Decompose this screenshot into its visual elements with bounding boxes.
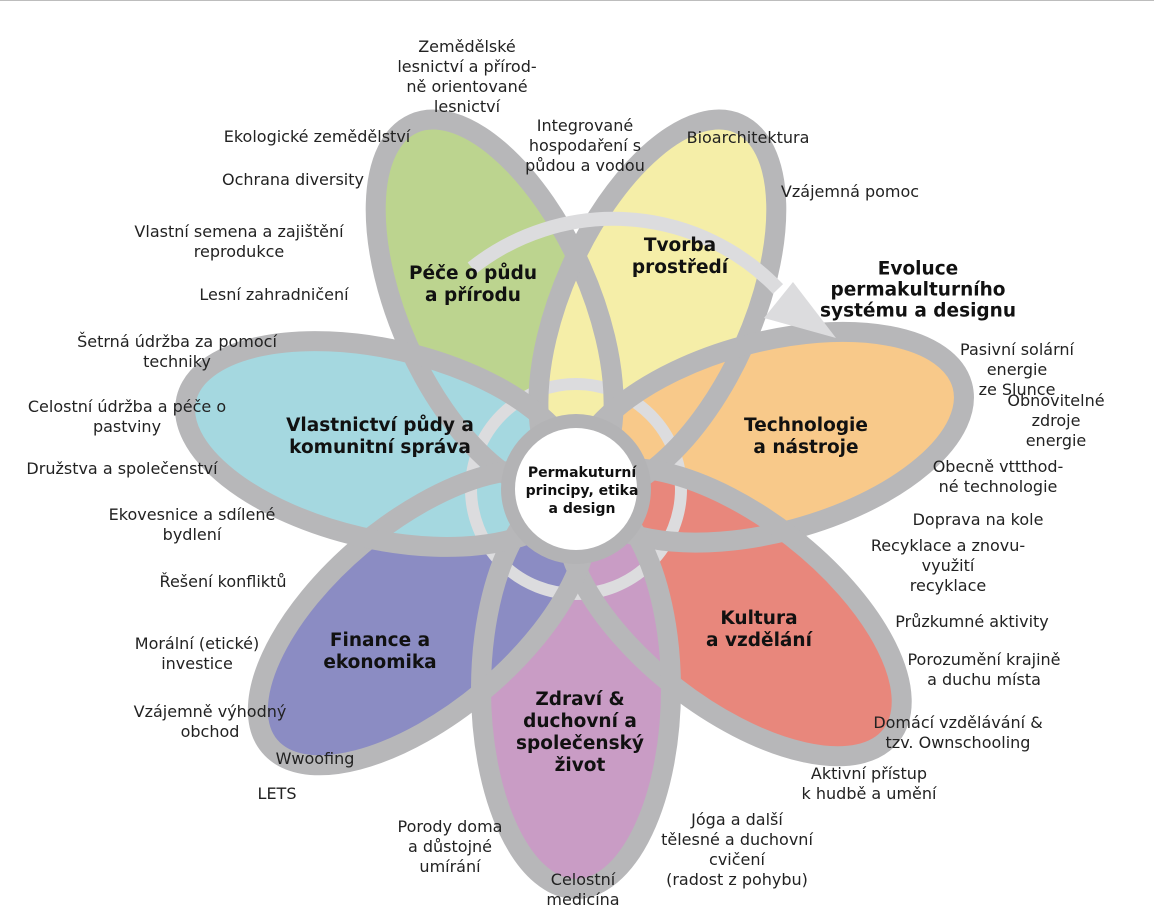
- label-reading-landscape: Porozumění krajině a duchu místa: [907, 650, 1061, 689]
- top-divider: [0, 0, 1154, 1]
- label-forest-gardening: Lesní zahradničení: [199, 285, 349, 304]
- label-mutual-aid: Vzájemná pomoc: [780, 182, 920, 201]
- petal-fill-land-tenure: [185, 341, 578, 547]
- label-ecovillages: Ekovesnice a sdílené bydlení: [108, 505, 276, 544]
- label-passive-solar: Pasivní solární energie ze Slunce: [960, 340, 1074, 399]
- label-organic-farming: Ekologické zemědělství: [223, 127, 411, 146]
- label-home-schooling: Domácí vzdělávání & tzv. Ownschooling: [873, 713, 1043, 752]
- petal-title-land-tenure: Vlastnictví půdy a komunitní správa: [286, 415, 474, 458]
- evolution-arrowhead: [764, 282, 836, 338]
- label-holistic-rangeland: Celostní údržba a péče o pastviny: [27, 397, 227, 436]
- petal-title-culture: Kultura a vzdělání: [706, 608, 812, 651]
- label-agroforestry: Zemědělské lesnictví a přírod- ně orient…: [397, 37, 537, 116]
- petal-title-soil-care: Péče o půdu a přírodu: [408, 263, 538, 306]
- label-water-management: Integrované hospodaření s půdou a vodou: [525, 116, 645, 175]
- evolution-arc: [467, 211, 784, 294]
- label-bioarchitecture: Bioarchitektura: [686, 128, 810, 147]
- evolution-title: Evoluce permakulturního systému a design…: [819, 258, 1017, 322]
- label-recycling: Recyklace a znovu-využití recyklace: [870, 536, 1026, 595]
- label-arts-music: Aktivní přístup k hudbě a umění: [801, 764, 937, 803]
- label-yoga: Jóga a další tělesné a duchovní cvičení …: [661, 810, 813, 889]
- petal-title-technology: Technologie a nástroje: [744, 415, 868, 458]
- label-fair-trade: Vzájemně výhodný obchod: [133, 702, 287, 741]
- label-renewable-energy: Obnovitelné zdroje energie: [1007, 391, 1105, 450]
- petal-title-health: Zdraví & duchovní a společenský život: [516, 689, 644, 776]
- label-appropriate-tech: Obecně vttthod- né technologie: [932, 457, 1064, 496]
- label-cooperatives: Družstva a společenství: [26, 459, 218, 478]
- petal-fill-built-environment: [538, 119, 777, 494]
- label-diversity: Ochrana diversity: [222, 170, 364, 189]
- label-wwoofing: Wwoofing: [275, 749, 355, 768]
- label-bicycling: Doprava na kole: [912, 510, 1044, 529]
- label-research: Průzkumné aktivity: [895, 612, 1049, 631]
- label-seed-saving: Vlastní semena a zajištění reprodukce: [134, 222, 344, 261]
- label-holistic-medicine: Celostní medicína: [546, 870, 620, 909]
- center-title: Permakuturní principy, etika a design: [525, 465, 639, 517]
- label-lets: LETS: [257, 784, 297, 803]
- label-keyline: Šetrná údržba za pomocí techniky: [77, 332, 277, 371]
- label-conflict-resolution: Řešení konfliktů: [159, 572, 287, 591]
- petal-title-finance: Finance a ekonomika: [323, 630, 437, 673]
- center-circle: [501, 414, 651, 564]
- label-ethical-investment: Morální (etické) investice: [134, 634, 260, 673]
- label-home-birth: Porody doma a důstojné umírání: [397, 817, 503, 876]
- petal-title-built-environment: Tvorba prostředí: [631, 235, 729, 278]
